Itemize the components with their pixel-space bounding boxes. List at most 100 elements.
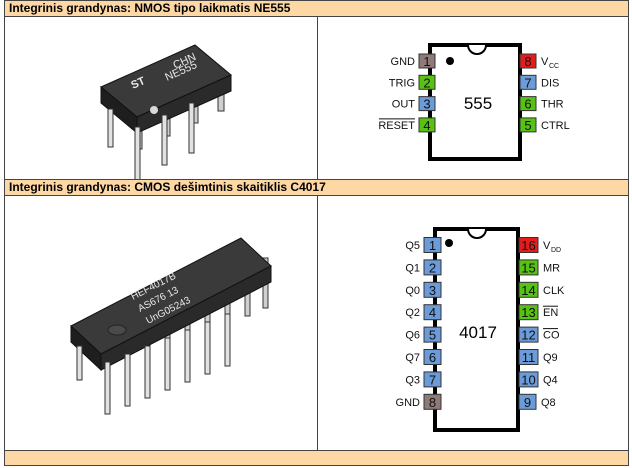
pin-5: 5 CTRL [519,117,570,133]
ic-label: 4017 [459,323,497,342]
pin-box [518,393,537,410]
pin-label-subscript: CC [549,63,559,70]
ne555-chip-illustration: CHN NE555 ST [100,44,232,184]
pin-label: Q3 [405,374,420,386]
pin-number: 5 [524,118,531,133]
pin-number: 8 [429,395,436,410]
pin-15: 15 MR [518,259,560,276]
pin-box [519,117,537,133]
pin-label-subscript: DD [551,247,561,254]
pin-number: 10 [521,372,535,387]
pin1-dot [446,57,454,65]
ic-package-outline [433,227,520,432]
pin-number: 4 [423,118,430,133]
pin-box [418,96,436,112]
pin-number: 12 [521,328,535,343]
pin-box [423,393,442,410]
pin-label: Q7 [405,352,420,364]
pin-label: Q4 [543,374,558,386]
pin-label: Q6 [405,330,420,342]
pin-1: 1Q5 [405,237,442,253]
pin-box [423,281,442,298]
pin-10: 10 Q4 [518,371,558,388]
pin-number: 4 [429,305,436,320]
pin-label: DIS [541,77,559,89]
pin-number: 1 [423,54,430,69]
pin-label: Q2 [405,307,420,319]
pin-box [518,349,539,365]
pin-13: 13 EN [518,304,558,321]
pin-label: V [543,240,551,252]
pin-3: 3 OUT [392,96,436,112]
chip-photo-cell-c4017: HEF4017B AS676 13 UnG05243 [4,195,318,451]
pin-number: 2 [429,260,436,275]
pin-box [423,237,442,253]
pin-number: 3 [423,97,430,112]
pin1-notch [467,228,487,239]
pin-label: EN [543,307,558,319]
pin-6: 6 Q7 [405,349,442,365]
pin-number: 11 [522,350,536,365]
pin-label: RESET [378,120,415,132]
pin-label: Q0 [405,285,420,297]
pin-number: 7 [429,372,436,387]
pin-1: 1 GND [391,53,436,69]
pin-box [423,259,442,276]
pin-number: 2 [423,75,430,90]
pin-label: Q9 [543,352,558,364]
pin1-dot [445,239,453,247]
pin-box [518,304,539,321]
pin-box [519,53,537,69]
pin-3: 3 Q0 [405,281,442,298]
pin-box [518,371,539,388]
pin-number: 6 [429,350,436,365]
pin-box [418,74,436,90]
pin-box [519,74,537,90]
pin-4: 4 RESET [378,117,436,133]
pin-box [418,53,436,69]
pin-label: OUT [392,99,416,111]
pin-label: CO [543,330,560,342]
pin-label: GND [391,56,416,68]
pin-label: CLK [543,285,565,297]
pin-number: 8 [524,54,531,69]
section-header-ne555: Integrinis grandynas: NMOS tipo laikmati… [4,0,629,17]
pin-label: V [541,56,549,68]
pin-label: CTRL [541,120,570,132]
pin-label: Q8 [541,397,556,409]
pin-box [423,326,442,343]
pin-number: 13 [521,305,535,320]
pin-number: 3 [429,283,436,298]
pin-12: 12 CO [518,326,560,343]
pin-box [423,349,442,365]
c4017-chip-illustration: HEF4017B AS676 13 UnG05243 [70,237,272,415]
pin-5: 5Q6 [405,326,442,343]
pin-label: Q5 [405,240,420,252]
pin-number: 16 [521,238,535,253]
pin-4: 4 Q2 [405,304,442,320]
pin-box [518,281,539,298]
pin-7: 7 DIS [519,74,559,90]
st-logo: ST [129,75,147,92]
pin-box [423,371,442,388]
pin-box [518,237,539,253]
pin-number: 14 [521,283,535,298]
pin-box [519,96,537,112]
pin-label: Q1 [405,262,420,274]
pin-number: 7 [524,75,531,90]
pin-label: MR [543,262,560,274]
pin-number: 15 [521,260,535,275]
pin-box [518,259,539,276]
chip-photo-cell-ne555: CHN NE555 ST [4,16,318,184]
pin-14: 14 CLK [518,281,565,298]
pin-2: 2 Q1 [405,259,442,276]
